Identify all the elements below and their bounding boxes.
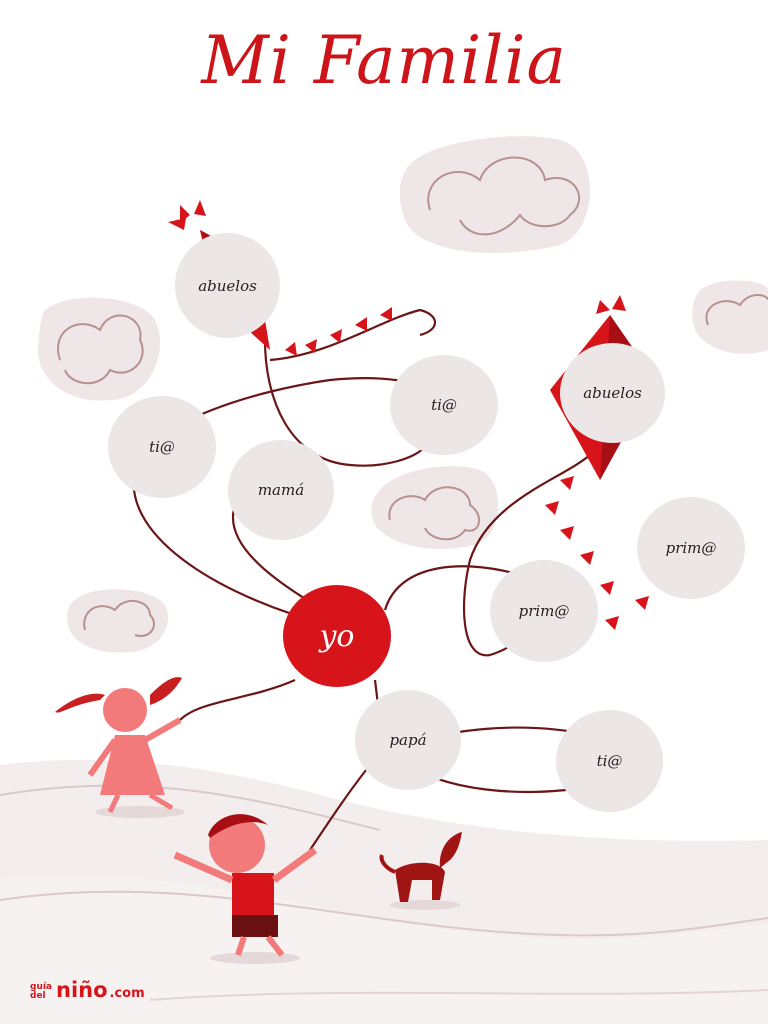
node-tia-right: ti@ [556, 710, 663, 812]
brand-line1: guía [30, 982, 53, 992]
node-abuelos-right: abuelos [560, 343, 665, 443]
node-abuelos-left: abuelos [175, 233, 280, 338]
page-title: Mi Familia [201, 22, 567, 99]
node-mama: mamá [228, 440, 334, 540]
cloud-small-left [67, 589, 169, 653]
brand-line2: del [30, 991, 46, 1001]
brand-prefix: guía del [30, 983, 54, 1001]
brand-logo[interactable]: guía del niño .com [30, 978, 145, 1002]
node-prima-right: prim@ [637, 497, 745, 599]
cloud-top [399, 136, 590, 253]
node-tia-left: ti@ [108, 396, 216, 498]
node-tia-top: ti@ [390, 355, 498, 455]
node-yo: yo [283, 585, 391, 687]
node-papa: papá [355, 690, 461, 790]
boy-figure [173, 814, 318, 964]
cloud-left [37, 297, 160, 401]
brand-tld: .com [109, 986, 145, 1001]
cloud-middle [371, 466, 499, 549]
girl-figure [55, 677, 185, 818]
node-prima-mid: prim@ [490, 560, 598, 662]
dog-figure [379, 832, 462, 910]
ground-hill-front [0, 875, 768, 1024]
cloud-right-edge [692, 280, 768, 354]
brand-name: niño [56, 978, 108, 1002]
